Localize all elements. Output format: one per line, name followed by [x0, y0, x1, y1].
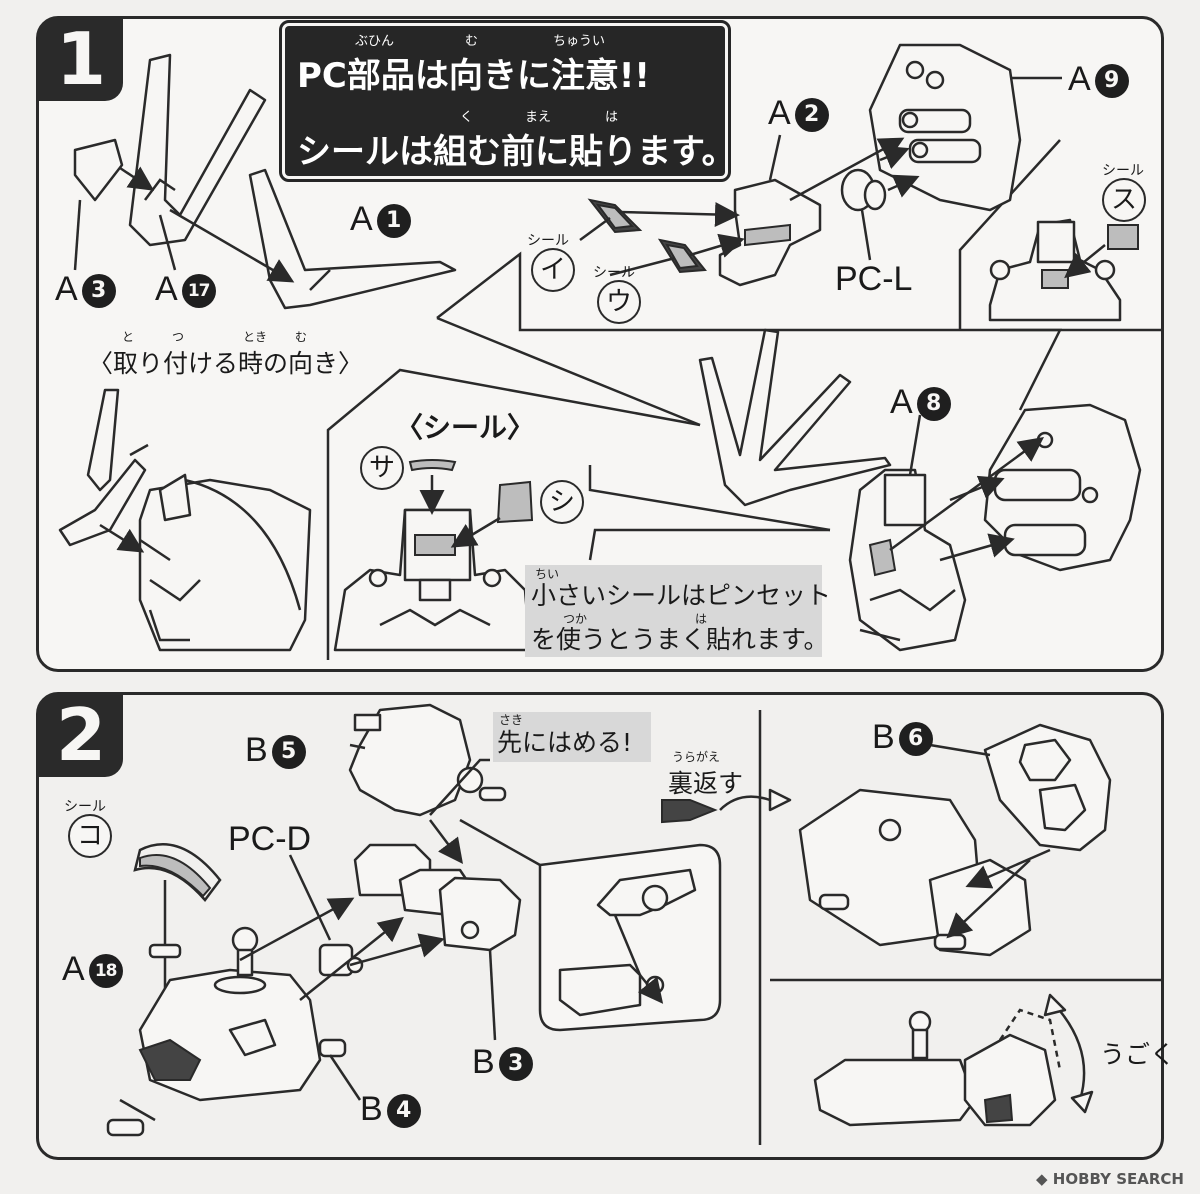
seal-heading: 〈シール〉 [395, 411, 536, 444]
orientation-ruby-a: と [122, 330, 135, 344]
step-1-number: 1 [39, 19, 123, 101]
caution-banner: ぶひん む ちゅうい PC部品は向きに注意!! く まえ は シールは組む前に貼… [279, 20, 736, 182]
banner-ruby-2a: く [460, 110, 474, 125]
banner-ruby-1c: ちゅうい [553, 34, 606, 49]
banner-ruby-1b: む [465, 34, 479, 49]
seal-i: イ [531, 248, 575, 292]
part-b5 [348, 703, 507, 817]
seal-head-illustration [333, 459, 534, 652]
tip-ruby-a: ちい [535, 567, 560, 581]
part-label-pcl: PC-L [835, 260, 913, 298]
first-insert-note: さき 先にはめる! [493, 712, 651, 762]
watermark-icon: ◆ [1036, 1170, 1053, 1188]
seal-u: ウ [597, 280, 641, 324]
watermark-logo: ◆ HOBBY SEARCH [1036, 1170, 1184, 1188]
poly-cap-pcl [840, 168, 887, 212]
orientation-illustration [58, 388, 312, 652]
orientation-ruby-b: つ [172, 330, 185, 344]
flip-ruby: うらがえ [672, 750, 721, 764]
flip-text: 裏返す [668, 769, 744, 798]
part-b4 [318, 1038, 347, 1058]
head-back-a9-part [868, 43, 1022, 212]
seal-word-u: シール [593, 265, 635, 281]
first-insert-text: 先にはめる! [497, 728, 633, 757]
seal-word-su: シール [1102, 163, 1144, 179]
orientation-ruby-d: む [295, 330, 308, 344]
banner-ruby-2c: は [605, 110, 619, 125]
banner-ruby-1a: ぶひん [355, 34, 395, 49]
first-insert-ruby: さき [499, 713, 524, 727]
seal-sa: サ [360, 446, 404, 490]
seal-word-ko: シール [64, 799, 106, 815]
fin-a1-part [248, 168, 457, 310]
moves-text: うごく [1100, 1040, 1176, 1069]
orientation-heading: 〈取り付ける時の向き〉 [88, 349, 364, 378]
movable-part-illustration [813, 1008, 1062, 1127]
tip-line-2: を使うとうまく貼れます。 [531, 625, 829, 654]
tip-line-1: 小さいシールはピンセット [531, 581, 832, 610]
part-b3 [353, 843, 522, 952]
tip-note: ちい 小さいシールはピンセット つか は を使うとうまく貼れます。 [525, 565, 831, 657]
v-fin-part [73, 53, 267, 247]
banner-ruby-2b: まえ [525, 110, 552, 125]
part-label-pcd: PC-D [228, 820, 312, 858]
banner-line-2: シールは組む前に貼ります。 [297, 132, 736, 172]
tip-ruby-c: は [695, 612, 708, 626]
tip-ruby-b: つか [563, 612, 588, 626]
seal-shi: シ [540, 480, 584, 524]
part-a18-body [138, 926, 322, 1102]
seal-ko: コ [68, 814, 112, 858]
banner-line-1: PC部品は向きに注意!! [297, 56, 650, 96]
seal-word-i: シール [527, 233, 569, 249]
seal-su: ス [1102, 178, 1146, 222]
step-2-number: 2 [39, 695, 123, 777]
step-2-panel [36, 692, 1164, 1160]
face-a2-part [718, 178, 822, 287]
orientation-ruby-c: とき [243, 330, 268, 344]
